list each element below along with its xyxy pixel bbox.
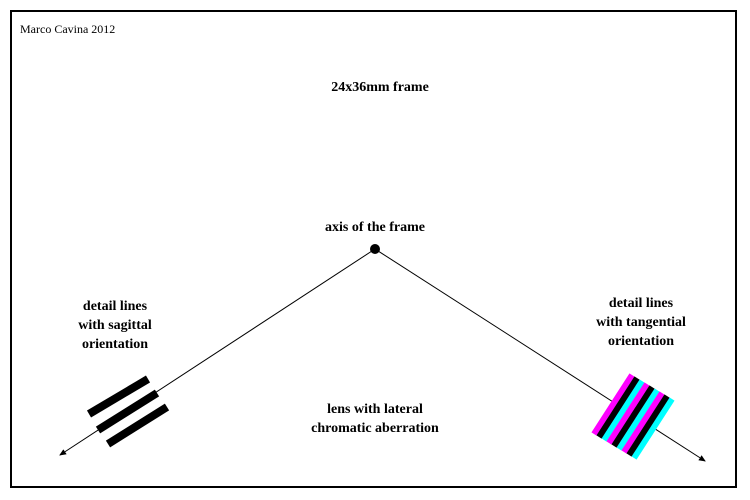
tangential-detail-lines — [591, 373, 675, 460]
sagittal-label: detail lines with sagittal orientation — [78, 299, 152, 352]
lens-label: lens with lateral chromatic aberration — [311, 402, 439, 436]
sagittal-detail-lines — [86, 375, 170, 448]
tangential-bar — [621, 391, 675, 460]
credit-text: Marco Cavina 2012 — [20, 22, 116, 36]
axis-label: axis of the frame — [325, 220, 425, 235]
frame-label: 24x36mm frame — [331, 80, 429, 95]
sagittal-bar — [105, 403, 170, 448]
axis-point — [370, 244, 380, 254]
tangential-bar — [606, 382, 660, 451]
tangential-bar — [591, 373, 645, 442]
sagittal-bar — [95, 389, 160, 434]
tangential-label: detail lines with tangential orientation — [596, 296, 686, 349]
sagittal-bar — [86, 375, 151, 418]
